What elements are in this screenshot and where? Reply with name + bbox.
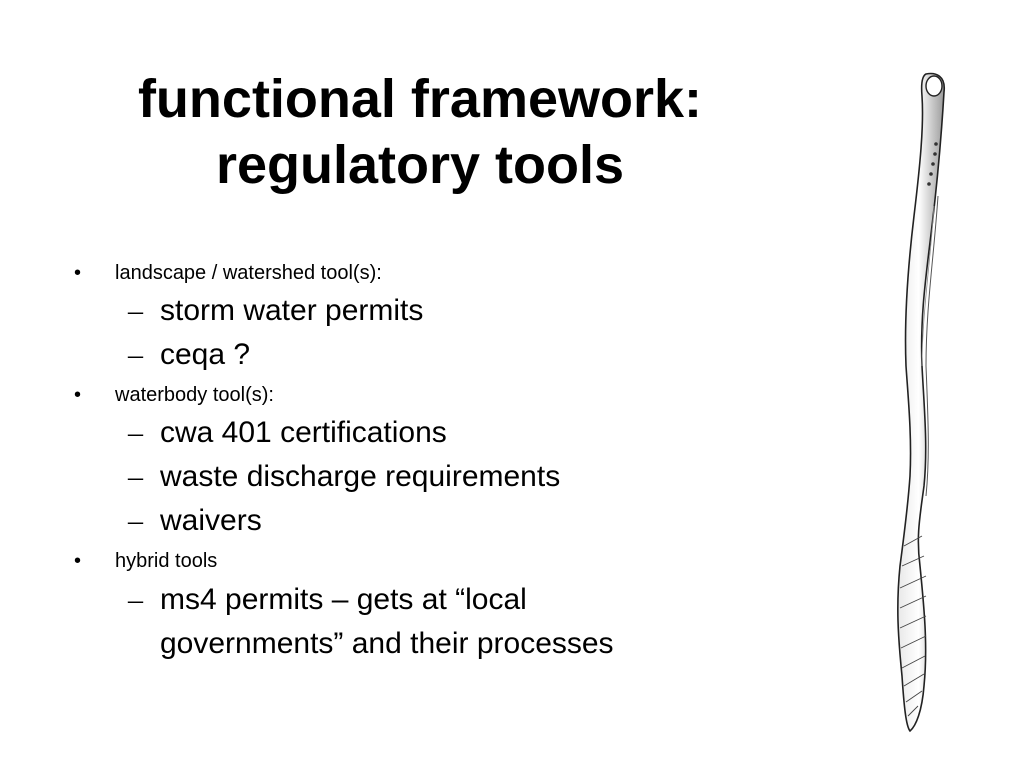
bullet-marker: •: [74, 384, 82, 406]
sub-bullet-ms4-permits-continuation: governments” and their processes: [160, 627, 614, 660]
bullet-list: •landscape / watershed tool(s): –storm w…: [74, 261, 614, 660]
sub-bullet-label: ceqa ?: [160, 338, 251, 371]
bullet-marker: •: [74, 550, 82, 572]
bullet-label: landscape / watershed tool(s):: [115, 262, 382, 284]
sub-bullet-cwa-401: –cwa 401 certifications: [128, 411, 447, 455]
sub-bullet-label: waivers: [160, 504, 262, 537]
bullet-label: waterbody tool(s):: [115, 384, 274, 406]
dash-marker: –: [128, 416, 143, 449]
sub-bullet-label: cwa 401 certifications: [160, 416, 447, 449]
dash-marker: –: [128, 504, 143, 537]
sub-bullet-waivers: –waivers: [128, 499, 262, 543]
slide-title: functional framework: regulatory tools: [100, 66, 740, 198]
dash-marker: –: [128, 338, 143, 371]
sub-bullet-ms4-permits: –ms4 permits – gets at “local: [128, 578, 527, 622]
slide-title-line-2: regulatory tools: [215, 135, 625, 195]
slide-title-line-1: functional framework:: [137, 69, 703, 129]
bullet-waterbody: • waterbody tool(s):: [74, 383, 274, 407]
sub-bullet-label: waste discharge requirements: [160, 460, 561, 493]
sub-bullet-waste-discharge: –waste discharge requirements: [128, 455, 560, 499]
dash-marker: –: [128, 460, 143, 493]
dash-marker: –: [128, 294, 143, 327]
bullet-landscape-watershed: • landscape / watershed tool(s):: [74, 261, 382, 285]
sub-bullet-storm-water-permits: –storm water permits: [128, 289, 423, 333]
bullet-label: hybrid tools: [115, 550, 218, 572]
sub-bullet-label: ms4 permits – gets at “local: [160, 583, 527, 616]
eel-illustration-icon: [897, 72, 946, 733]
sub-bullet-ceqa: –ceqa ?: [128, 333, 250, 377]
bullet-hybrid-tools: • hybrid tools: [74, 549, 217, 573]
sub-bullet-label: storm water permits: [160, 294, 424, 327]
bullet-marker: •: [74, 262, 82, 284]
dash-marker: –: [128, 583, 143, 616]
